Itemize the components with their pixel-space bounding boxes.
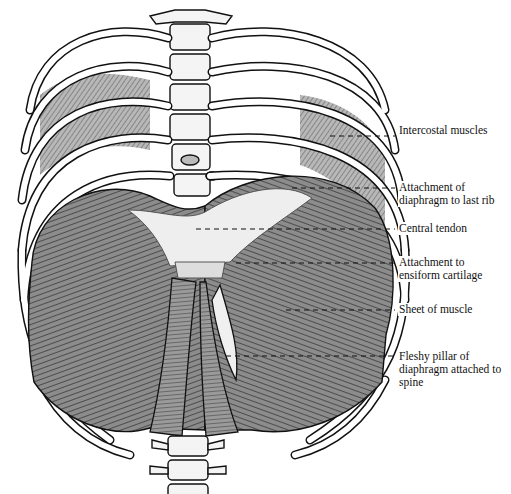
upper-spine-part <box>170 24 210 50</box>
part-label: Sheet of muscle <box>398 303 500 316</box>
central-tendon <box>128 189 312 278</box>
part-label: Intercostal muscles <box>398 124 500 137</box>
part-label: Attachment to ensiform cartilage <box>398 256 500 282</box>
diaphragm-pillars <box>150 278 238 436</box>
lower-spine-part <box>168 460 208 480</box>
part-label: Attachment of diaphragm to last rib <box>398 181 500 207</box>
diaphragm-pillars-part <box>150 278 196 436</box>
upper-spine-part <box>150 10 232 24</box>
ribs <box>22 32 406 455</box>
upper-spine-part <box>181 155 199 165</box>
part-label: Fleshy pillar of diaphragm attached to s… <box>398 350 508 389</box>
leader-lines-part <box>292 188 395 189</box>
lower-spine-part <box>150 466 168 474</box>
diaphragm-pillars-part <box>212 285 237 380</box>
lower-spine-part <box>208 440 224 450</box>
leader-lines-part <box>236 263 395 264</box>
ribs-part <box>22 32 406 455</box>
lower-spine <box>150 436 226 494</box>
leader-lines-part <box>286 310 395 311</box>
part-label: Central tendon <box>398 222 500 235</box>
lower-spine-part <box>168 436 208 456</box>
central-tendon-part <box>128 189 312 266</box>
upper-spine-part <box>170 84 210 110</box>
lower-spine-part <box>152 440 168 450</box>
upper-spine-part <box>170 54 210 80</box>
leader-lines <box>196 136 395 356</box>
leader-lines-part <box>196 229 395 230</box>
central-tendon-part <box>175 262 225 278</box>
lower-spine-part <box>168 484 208 494</box>
upper-spine-part <box>170 114 210 140</box>
leader-lines-part <box>330 136 395 137</box>
lower-spine-part <box>208 466 226 474</box>
diaphragm-pillars-part <box>200 282 238 436</box>
leader-lines-part <box>226 356 395 357</box>
ribs-part <box>22 32 406 455</box>
upper-spine-part <box>174 174 210 196</box>
upper-spine-part <box>172 144 210 170</box>
